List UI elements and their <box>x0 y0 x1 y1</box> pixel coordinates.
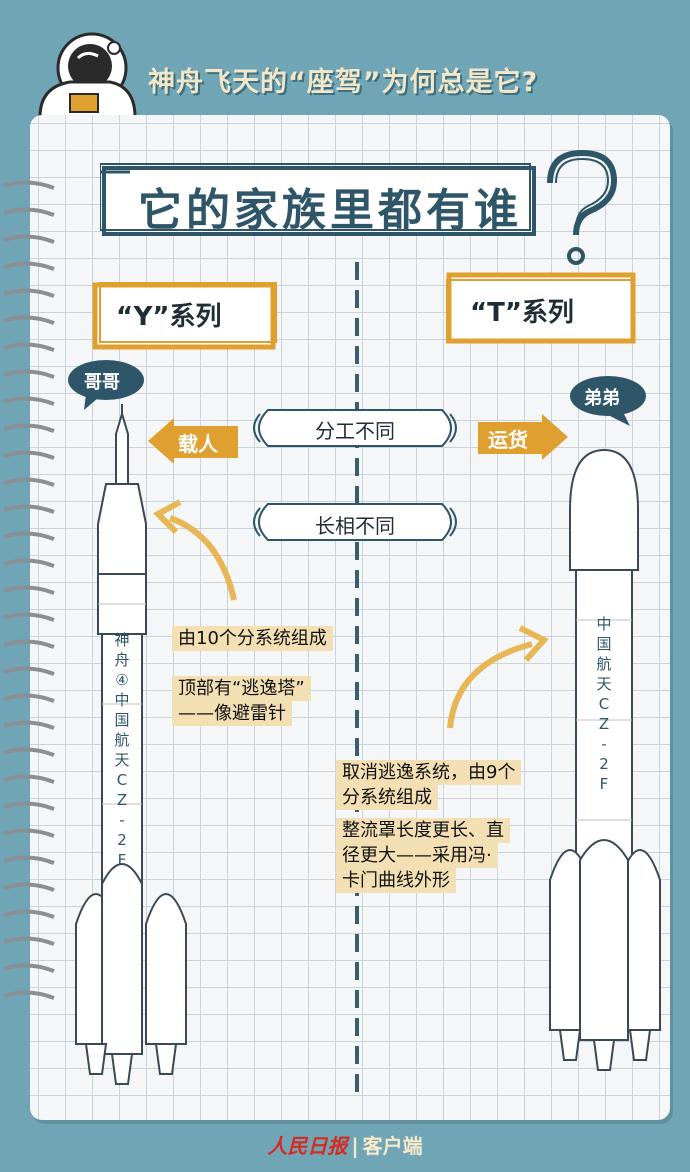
note-right-1: 取消逃逸系统，由9个 <box>336 760 522 785</box>
y-series-label: “Y”系列 <box>116 302 222 332</box>
rocket-t-mark: 航 <box>596 655 612 673</box>
left-bubble-text: 哥哥 <box>84 372 120 393</box>
rocket-y-mark: 神 <box>114 631 130 649</box>
rocket-y-mark: 2 <box>117 831 127 849</box>
rocket-y-mark: 中 <box>114 691 130 709</box>
rocket-t-mark: 国 <box>596 635 612 653</box>
center-divider <box>352 262 362 1096</box>
footer: 人民日报|客户端 <box>0 1130 690 1159</box>
rocket-y-illustration <box>66 404 196 1108</box>
diff-label-2: 长相不同 <box>315 514 395 538</box>
t-series-label: “T”系列 <box>470 298 574 328</box>
rocket-t-mark: - <box>601 735 607 753</box>
astronaut-illustration <box>30 22 140 121</box>
curved-arrow-right-icon <box>436 624 556 738</box>
note-right-2: 分系统组成 <box>336 785 438 810</box>
rocket-y-mark: ④ <box>115 671 129 689</box>
note-right-3: 整流罩长度更长、直 <box>336 818 510 843</box>
right-arrow-shape <box>478 410 568 468</box>
rocket-t-illustration <box>540 440 670 1104</box>
rocket-t-mark: 2 <box>599 755 609 773</box>
rocket-y-mark: 舟 <box>114 651 130 669</box>
rocket-y-mark: Z <box>116 791 128 809</box>
speech-bubble-right <box>566 372 650 432</box>
rocket-y-mark: - <box>119 811 125 829</box>
footer-separator: | <box>351 1134 359 1158</box>
rocket-y-mark: F <box>117 851 127 869</box>
curved-arrow-left-icon <box>150 496 250 610</box>
page-header-title: 神舟飞天的“座驾”为何总是它? <box>148 67 539 98</box>
rocket-y-mark: 天 <box>114 751 130 769</box>
title-frame <box>96 162 540 242</box>
y-series-frame <box>92 281 278 356</box>
note-left-1: 由10个分系统组成 <box>172 626 333 651</box>
speech-bubble-left <box>66 356 148 416</box>
left-arrow-label: 载人 <box>178 432 218 456</box>
rocket-t-mark: 中 <box>596 615 612 633</box>
rocket-y-mark: 航 <box>114 731 130 749</box>
rocket-t-mark: Z <box>598 715 610 733</box>
notebook-spiral <box>0 180 60 1044</box>
section-title: 它的家族里都有谁 <box>138 185 522 236</box>
diff-pill-1-frame <box>248 406 462 454</box>
footer-brand: 人民日报 <box>267 1134 348 1158</box>
right-arrow-label: 运货 <box>488 428 528 452</box>
right-bubble-text: 弟弟 <box>584 388 620 409</box>
note-left-3: ——像避雷针 <box>172 701 292 726</box>
rocket-y-mark: 国 <box>114 711 130 729</box>
rocket-t-mark: F <box>599 775 609 793</box>
rocket-y-mark: C <box>116 771 128 789</box>
diff-pill-2-frame <box>248 500 462 548</box>
note-left-2: 顶部有“逃逸塔” <box>172 676 311 701</box>
note-right-4: 径更大——采用冯· <box>336 843 498 868</box>
diff-label-1: 分工不同 <box>315 419 395 443</box>
t-series-frame <box>445 272 638 350</box>
footer-client: 客户端 <box>362 1134 423 1158</box>
left-arrow-shape <box>148 414 240 472</box>
note-right-5: 卡门曲线外形 <box>336 868 456 893</box>
rocket-t-mark: C <box>598 695 610 713</box>
rocket-t-mark: 天 <box>596 675 612 693</box>
question-mark-icon <box>540 148 620 272</box>
